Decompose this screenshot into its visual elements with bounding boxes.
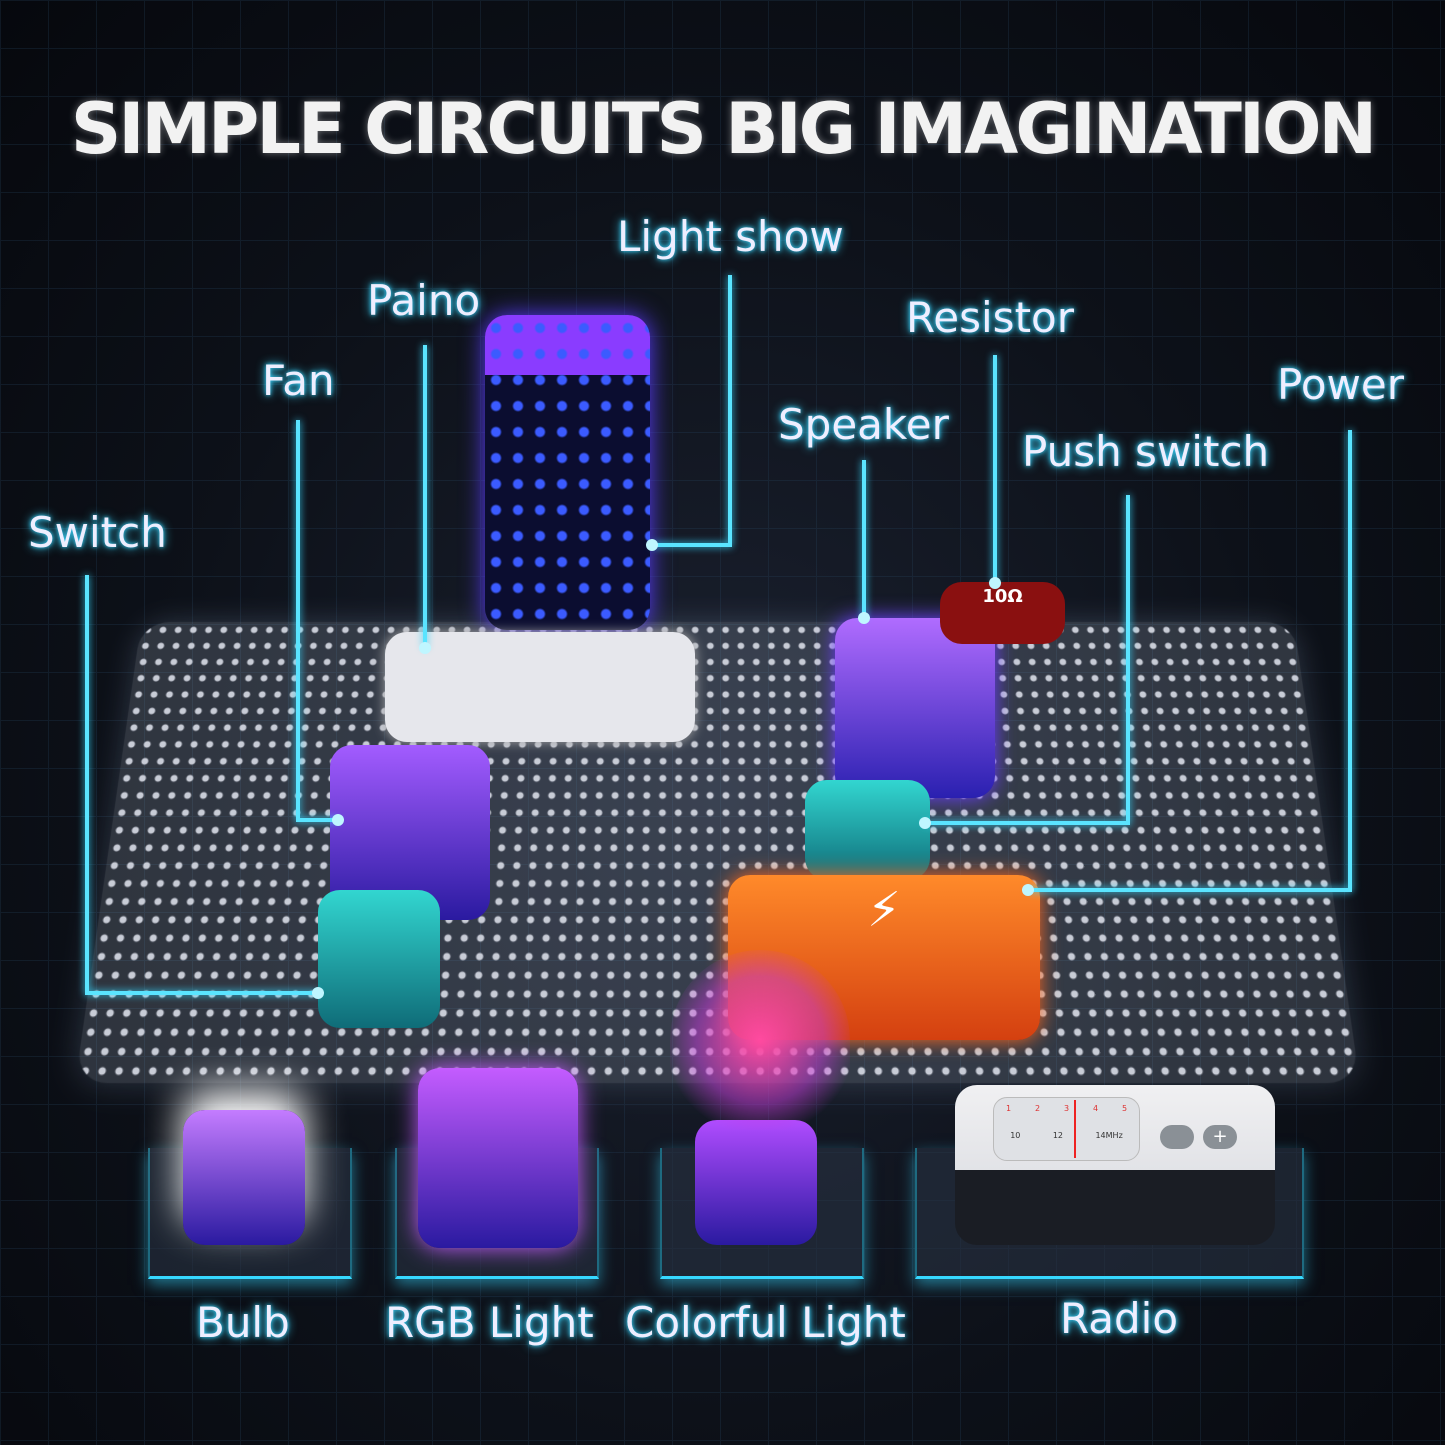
dot-push-switch <box>919 817 931 829</box>
dot-speaker <box>858 612 870 624</box>
label-rgb-light: RGB Light <box>385 1298 594 1347</box>
label-radio: Radio <box>1060 1294 1178 1343</box>
label-speaker: Speaker <box>778 400 949 449</box>
leader-switch <box>87 575 318 993</box>
leader-light-show <box>652 275 730 545</box>
label-piano: Paino <box>367 276 480 325</box>
dot-switch <box>312 987 324 999</box>
dot-power <box>1022 884 1034 896</box>
dot-piano <box>419 642 431 654</box>
label-power: Power <box>1277 360 1404 409</box>
label-resistor: Resistor <box>906 293 1074 342</box>
label-fan: Fan <box>262 356 335 405</box>
dot-light-show <box>646 539 658 551</box>
leader-push-switch <box>925 495 1128 823</box>
dot-fan <box>332 814 344 826</box>
label-bulb: Bulb <box>196 1298 290 1347</box>
dot-resistor <box>989 577 1001 589</box>
label-light-show: Light show <box>617 212 844 261</box>
leader-fan <box>298 420 338 820</box>
label-colorful-light: Colorful Light <box>625 1298 906 1347</box>
label-switch: Switch <box>28 508 167 557</box>
label-push-switch: Push switch <box>1022 427 1269 476</box>
